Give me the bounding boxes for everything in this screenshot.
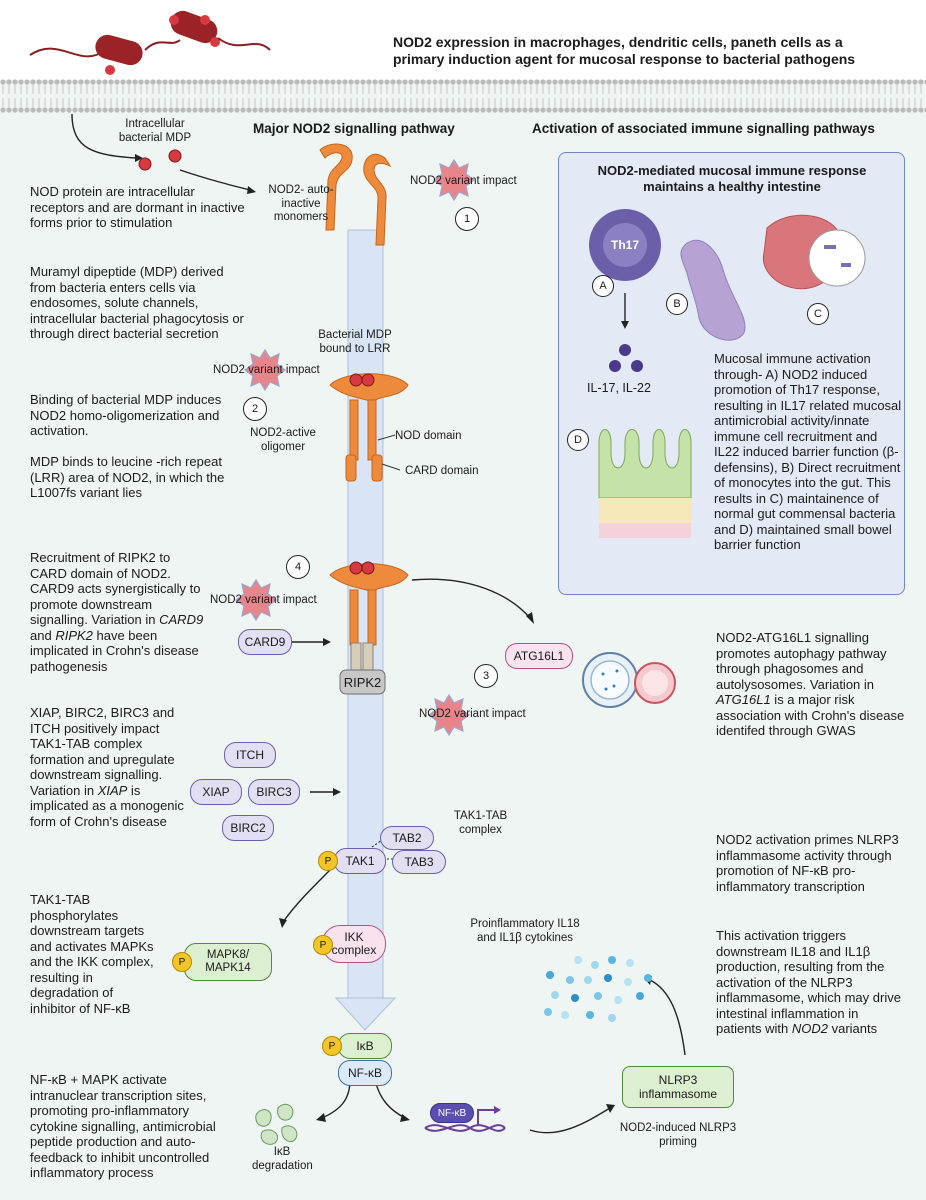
- mdp-label: Intracellular bacterial MDP: [118, 118, 192, 144]
- panel-art: [598, 214, 866, 538]
- phosphate-icon: P: [313, 935, 333, 955]
- dna-icon: [424, 1106, 506, 1132]
- header-activation: Activation of associated immune signalli…: [532, 121, 875, 136]
- nod2-oligomer-icon: [329, 373, 409, 482]
- mucosal-response-panel: NOD2-mediated mucosal immune response ma…: [558, 152, 905, 595]
- ikb-degradation-label: IκB degradation: [252, 1146, 313, 1172]
- itch-protein: ITCH: [224, 742, 276, 768]
- cell-membrane: [0, 78, 926, 114]
- mdp-entry-arrow: [71, 113, 136, 159]
- proinflammatory-label: Proinflammatory IL18 and IL1β cytokines: [470, 918, 580, 944]
- degraded-protein-icon: [255, 1103, 298, 1145]
- nfkb-protein: NF-κB: [338, 1060, 392, 1086]
- atg16l1-protein: ATG16L1: [505, 643, 573, 669]
- text-nfkb: NF-κB + MAPK activate intranuclear trans…: [30, 1072, 216, 1180]
- monomer-label: NOD2- auto-inactive monomers: [268, 184, 334, 223]
- tab2-protein: TAB2: [380, 826, 434, 850]
- text-atg16l1: NOD2-ATG16L1 signalling promotes autopha…: [716, 630, 905, 738]
- tak-complex-label: TAK1-TAB complex: [453, 810, 508, 836]
- active-oligomer-label: NOD2-active oligomer: [250, 427, 316, 453]
- phosphate-icon: P: [172, 952, 192, 972]
- text-nlrp3-priming: NOD2 activation primes NLRP3 inflammasom…: [716, 832, 899, 894]
- autophagosome-icon: [582, 652, 676, 708]
- bacteria-icon: [29, 10, 271, 75]
- nod2-monomer-icon: [319, 143, 392, 246]
- nod-domain-label: NOD domain: [395, 430, 462, 442]
- mdp-dot: [168, 149, 182, 163]
- text-lrr: MDP binds to leucine -rich repeat (LRR) …: [30, 454, 225, 500]
- th17-label: Th17: [603, 223, 647, 267]
- text-oligomerization: Binding of bacterial MDP induces NOD2 ho…: [30, 392, 222, 438]
- tab3-protein: TAB3: [392, 850, 446, 874]
- tak1-protein: TAK1: [334, 848, 386, 874]
- nlrp3-inflammasome: NLRP3 inflammasome: [622, 1066, 734, 1108]
- panel-title: NOD2-mediated mucosal immune response ma…: [597, 163, 867, 194]
- text-mdp-entry: Muramyl dipeptide (MDP) derived from bac…: [30, 264, 244, 341]
- text-nlrp3-activation: This activation triggers downstream IL18…: [716, 928, 901, 1036]
- variant-label-1: NOD2 variant impact: [410, 175, 517, 187]
- letter-a: A: [592, 275, 614, 297]
- letter-d: D: [567, 429, 589, 451]
- variant-label-3: NOD2 variant impact: [419, 708, 526, 720]
- card-domain-label: CARD domain: [405, 465, 479, 477]
- birc2-protein: BIRC2: [222, 815, 274, 841]
- letter-c: C: [807, 303, 829, 325]
- nlrp3-priming-label: NOD2-induced NLRP3 priming: [619, 1122, 737, 1148]
- extracellular-space: [0, 0, 926, 80]
- bound-lrr-label: Bacterial MDP bound to LRR: [318, 329, 392, 355]
- text-nod-dormant: NOD protein are intracellular receptors …: [30, 184, 245, 230]
- variant-star-icon: [235, 158, 475, 736]
- text-xiap: XIAP, BIRC2, BIRC3 and ITCH positively i…: [30, 705, 184, 829]
- nod2-ripk2-icon: [329, 563, 409, 646]
- phosphate-icon: P: [322, 1036, 342, 1056]
- mdp-dot: [138, 157, 152, 171]
- card9-protein: CARD9: [238, 629, 292, 655]
- step-number-1: 1: [455, 207, 479, 231]
- nfkb-dna-label: NF-κB: [430, 1103, 474, 1123]
- ripk2-label: RIPK2: [343, 674, 382, 690]
- ikb-protein: IκB: [338, 1033, 392, 1059]
- phosphate-icon: P: [318, 851, 338, 871]
- cytokine-dots-icon: [544, 956, 652, 1022]
- birc3-protein: BIRC3: [248, 779, 300, 805]
- step-number-2: 2: [243, 397, 267, 421]
- step-number-4: 4: [286, 555, 310, 579]
- step-number-3: 3: [474, 664, 498, 688]
- text-ripk2: Recruitment of RIPK2 to CARD domain of N…: [30, 550, 204, 674]
- il17-label: IL-17, IL-22: [587, 381, 651, 395]
- text-tak1: TAK1-TAB phosphorylates downstream targe…: [30, 892, 154, 1016]
- mapk-protein: MAPK8/ MAPK14: [184, 943, 272, 981]
- variant-label-2: NOD2 variant impact: [213, 364, 320, 376]
- xiap-protein: XIAP: [190, 779, 242, 805]
- page-title: NOD2 expression in macrophages, dendriti…: [393, 34, 856, 67]
- letter-b: B: [666, 293, 688, 315]
- panel-text: Mucosal immune activation through- A) NO…: [714, 351, 902, 552]
- header-major-pathway: Major NOD2 signalling pathway: [253, 121, 455, 136]
- variant-label-4: NOD2 variant impact: [210, 594, 317, 606]
